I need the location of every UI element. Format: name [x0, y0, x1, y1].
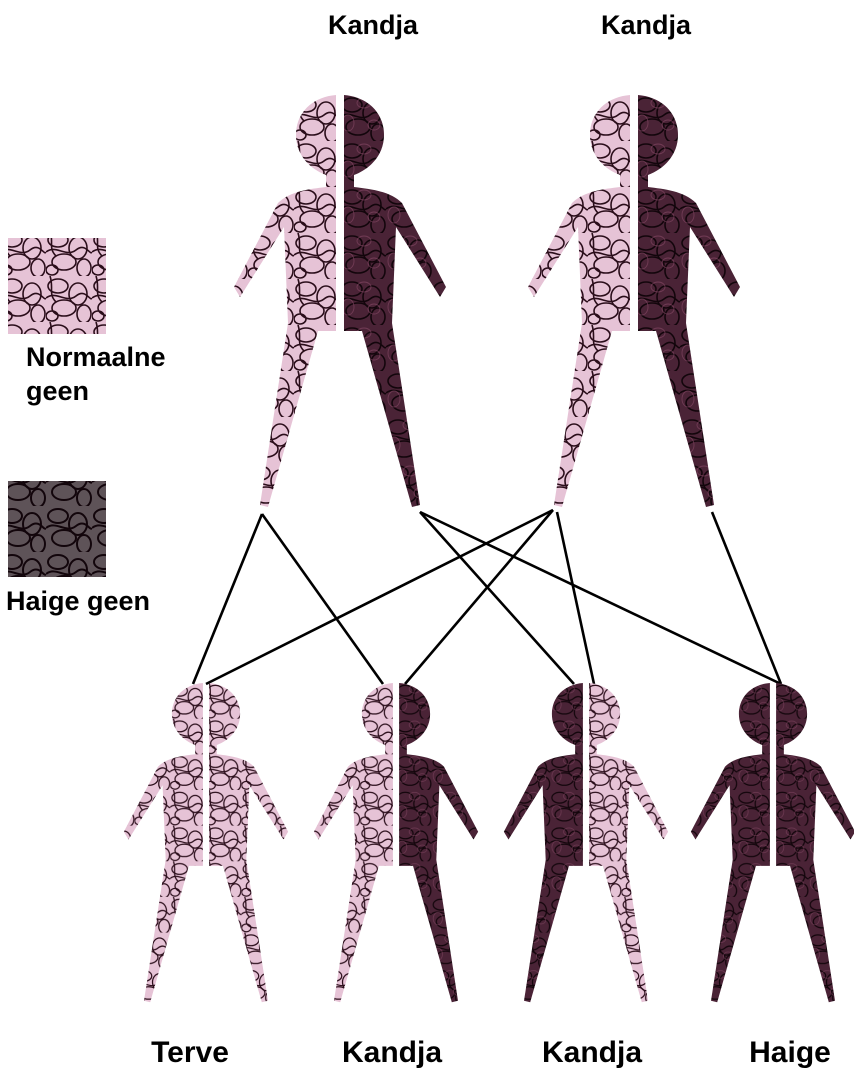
- inheritance-line-8: [712, 512, 781, 684]
- parent-figure-2-right-half: [638, 95, 740, 507]
- inheritance-line-5: [206, 510, 553, 684]
- child-figure-4-left-half: [691, 683, 770, 1002]
- faulty-gene-swatch: [8, 481, 106, 577]
- inheritance-line-4: [420, 512, 781, 684]
- inheritance-line-7: [557, 512, 594, 684]
- child-figure-2-left-half: [314, 683, 393, 1002]
- child-figure-1: [124, 683, 288, 1002]
- parent-figure-1-right-half: [344, 95, 446, 507]
- normal-gene-swatch: [8, 238, 106, 334]
- inheritance-lines: [193, 510, 781, 684]
- parent-figure-1: [234, 95, 446, 507]
- legend: Normaalne geen Haige geen: [6, 238, 166, 616]
- child-figure-4-right-half: [776, 683, 854, 1002]
- child-figure-1-left-half: [124, 683, 203, 1002]
- inheritance-line-1: [193, 514, 262, 684]
- child-label-1: Terve: [151, 1036, 229, 1069]
- inheritance-line-6: [405, 510, 553, 684]
- child-figure-4: [691, 683, 854, 1002]
- parent-figure-2: [528, 95, 740, 507]
- child-label-2: Kandja: [342, 1036, 442, 1069]
- child-figure-2: [314, 683, 478, 1002]
- figures: [124, 95, 854, 1002]
- parent-figure-1-left-half: [234, 95, 336, 507]
- child-figure-1-right-half: [209, 683, 288, 1002]
- parent-label-2: Kandja: [601, 10, 692, 40]
- normal-gene-label-line2: geen: [26, 376, 89, 406]
- child-figure-2-right-half: [399, 683, 478, 1002]
- parent-figure-2-left-half: [528, 95, 630, 507]
- parent-label-1: Kandja: [328, 10, 419, 40]
- faulty-gene-label: Haige geen: [6, 586, 150, 616]
- child-label-3: Kandja: [542, 1036, 642, 1069]
- child-figure-3: [504, 683, 668, 1002]
- inheritance-line-2: [262, 514, 383, 684]
- child-figure-3-right-half: [589, 683, 668, 1002]
- child-figure-3-left-half: [504, 683, 583, 1002]
- child-label-4: Haige: [749, 1036, 831, 1069]
- normal-gene-label-line1: Normaalne: [26, 342, 166, 372]
